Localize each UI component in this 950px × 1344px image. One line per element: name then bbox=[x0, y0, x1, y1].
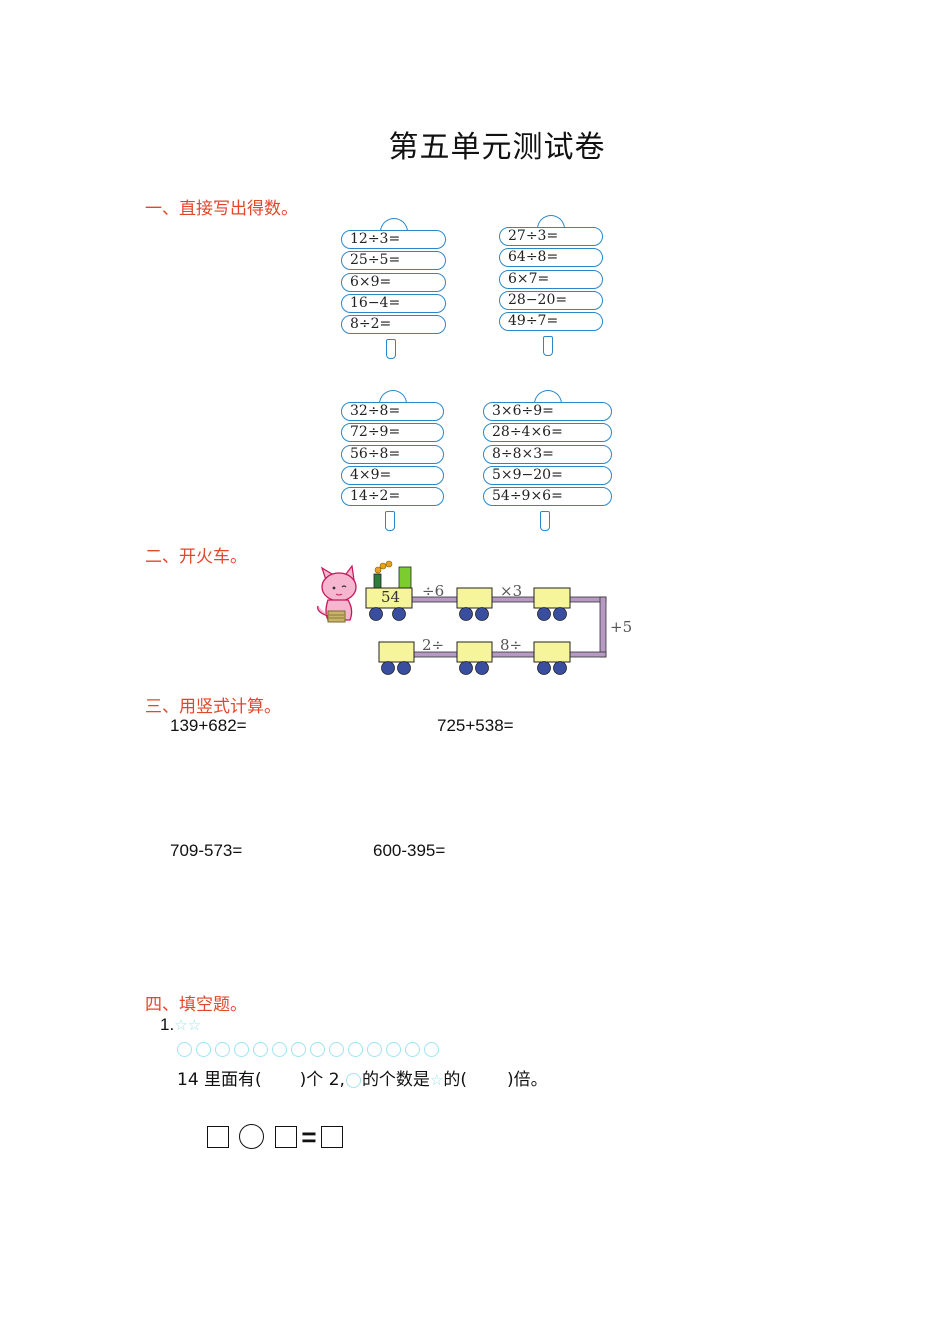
math-item: 54÷9×6= bbox=[483, 487, 612, 507]
math-item: 16−4= bbox=[341, 293, 446, 313]
equals-sign: = bbox=[301, 1121, 317, 1152]
calc-problem-3: 709-573= bbox=[170, 841, 243, 860]
math-tower-3: 32÷8= 72÷9=56÷8=4×9=14÷2= bbox=[341, 390, 444, 540]
car-bottom-1 bbox=[378, 641, 415, 675]
circle-icon bbox=[215, 1042, 230, 1058]
car-bottom-3 bbox=[533, 641, 571, 675]
section-3-heading: 三、用竖式计算。 bbox=[145, 697, 281, 717]
star-icon: ☆ bbox=[174, 1017, 188, 1034]
question-1-line: 1.☆☆ bbox=[160, 1015, 201, 1035]
tassel-icon bbox=[384, 511, 395, 531]
circle-icon bbox=[405, 1042, 420, 1058]
math-item: 6×9= bbox=[341, 272, 446, 292]
math-item: 12÷3= bbox=[341, 230, 446, 249]
circle-icon bbox=[253, 1042, 268, 1058]
math-tower-2: 27÷3= 64÷8=6×7=28−20=49÷7= bbox=[499, 215, 603, 365]
math-item: 28−20= bbox=[499, 290, 603, 310]
equation-template: = bbox=[207, 1121, 343, 1152]
engine-value: 54 bbox=[381, 588, 401, 606]
math-item: 28÷4×6= bbox=[483, 423, 612, 443]
calc-problem-1: 139+682= bbox=[170, 716, 247, 735]
math-item: 4×9= bbox=[341, 465, 444, 485]
star-icon: ☆ bbox=[429, 1071, 444, 1089]
section-4-heading: 四、填空题。 bbox=[145, 995, 247, 1015]
circle-icon bbox=[345, 1072, 361, 1088]
circle-icon bbox=[196, 1042, 211, 1058]
train-diagram: 54 ÷6 ×3 +5 2÷ 8÷ bbox=[312, 560, 642, 685]
circle-icon bbox=[367, 1042, 382, 1058]
op-bottom-1: 2÷ bbox=[422, 636, 445, 654]
math-item: 64÷8= bbox=[499, 248, 603, 268]
question-number: 1. bbox=[160, 1015, 175, 1034]
math-item: 14÷2= bbox=[341, 487, 444, 507]
star-icon: ☆ bbox=[187, 1017, 202, 1034]
op-top-2: ×3 bbox=[500, 582, 523, 600]
cat-icon bbox=[317, 564, 357, 623]
op-bottom-2: 8÷ bbox=[500, 636, 523, 654]
car-top-3 bbox=[533, 587, 571, 621]
math-item: 6×7= bbox=[499, 269, 603, 289]
sentence-part-3: 的个数是 bbox=[361, 1070, 430, 1090]
tassel-icon bbox=[543, 336, 553, 356]
calc-problem-2: 725+538= bbox=[437, 716, 514, 735]
math-item: 8÷2= bbox=[341, 315, 446, 335]
op-top-1: ÷6 bbox=[422, 582, 445, 600]
circle-icon bbox=[177, 1042, 192, 1058]
math-item: 72÷9= bbox=[341, 423, 444, 443]
car-top-2 bbox=[456, 587, 493, 621]
math-tower-1: 12÷3= 25÷5=6×9=16−4=8÷2= bbox=[341, 218, 446, 368]
calc-problem-4: 600-395= bbox=[373, 841, 446, 860]
sentence-part-1: 14 里面有( bbox=[177, 1070, 262, 1090]
sentence-part-5: )倍。 bbox=[507, 1070, 548, 1090]
circle-icon bbox=[424, 1042, 439, 1058]
sentence-part-2: )个 2, bbox=[299, 1070, 345, 1090]
equation-box-1[interactable] bbox=[207, 1125, 229, 1148]
math-item: 8÷8×3= bbox=[483, 444, 612, 464]
car-bottom-2 bbox=[456, 641, 493, 675]
circle-icon bbox=[234, 1042, 249, 1058]
circle-row bbox=[177, 1041, 443, 1059]
sentence-part-4: 的( bbox=[443, 1070, 468, 1090]
circle-icon bbox=[386, 1042, 401, 1058]
math-item: 25÷5= bbox=[341, 251, 446, 271]
tassel-icon bbox=[539, 511, 550, 531]
circle-icon bbox=[329, 1042, 344, 1058]
equation-box-result[interactable] bbox=[321, 1125, 343, 1148]
tassel-icon bbox=[385, 339, 396, 359]
page-title: 第五单元测试卷 bbox=[388, 130, 606, 165]
section-1-heading: 一、直接写出得数。 bbox=[145, 199, 298, 219]
circle-icon bbox=[291, 1042, 306, 1058]
math-item: 49÷7= bbox=[499, 312, 603, 332]
math-item: 56÷8= bbox=[341, 444, 444, 464]
train-illustration bbox=[317, 560, 607, 675]
circle-icon bbox=[310, 1042, 325, 1058]
math-item: 5×9−20= bbox=[483, 465, 612, 485]
question-1-sentence: 14 里面有( )个 2, 的个数是☆的( )倍。 bbox=[177, 1065, 548, 1090]
math-tower-4: 3×6÷9= 28÷4×6=8÷8×3=5×9−20=54÷9×6= bbox=[483, 390, 612, 540]
equation-box-2[interactable] bbox=[274, 1125, 297, 1148]
equation-operator-circle[interactable] bbox=[239, 1124, 265, 1149]
section-2-heading: 二、开火车。 bbox=[145, 547, 247, 567]
circle-icon bbox=[348, 1042, 363, 1058]
circle-icon bbox=[272, 1042, 287, 1058]
math-item: 27÷3= bbox=[499, 227, 603, 246]
math-item: 32÷8= bbox=[341, 402, 444, 421]
op-right: +5 bbox=[610, 618, 633, 636]
engine-car bbox=[365, 560, 413, 621]
math-item: 3×6÷9= bbox=[483, 402, 612, 421]
